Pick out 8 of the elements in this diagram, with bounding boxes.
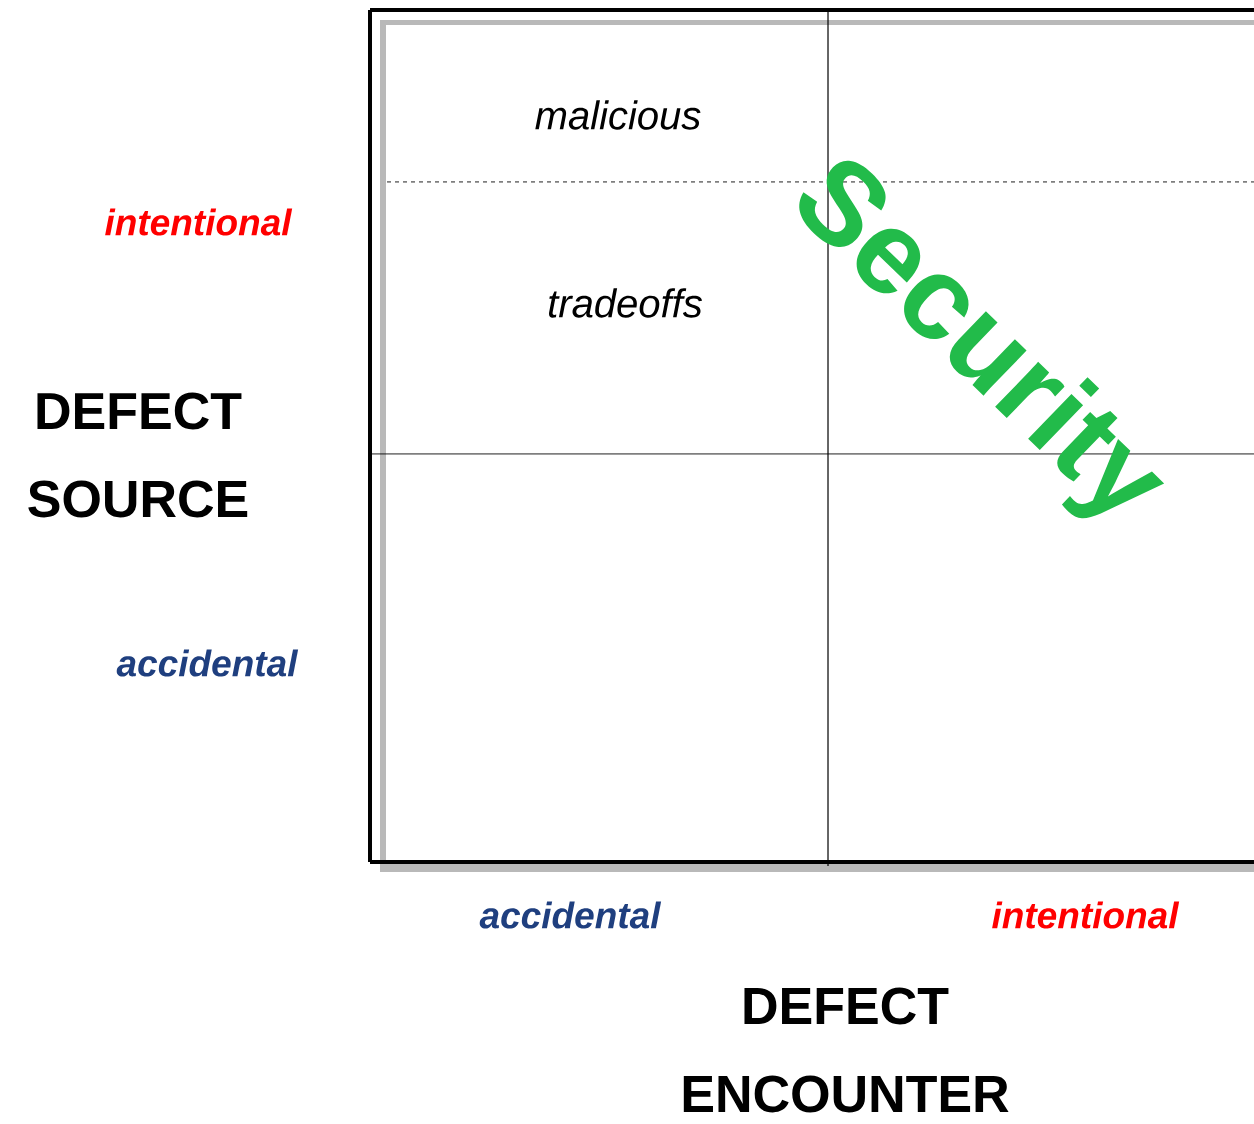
axis-value-label: intentional: [105, 208, 293, 236]
axis-value-label: accidental: [479, 901, 662, 929]
axis-value-label: intentional: [992, 901, 1180, 929]
quadrant-label: malicious: [535, 100, 701, 130]
axis-title: DEFECT SOURCE: [28, 392, 248, 518]
axis-title: DEFECT ENCOUNTER: [683, 987, 1009, 1113]
axis-value-label: accidental: [116, 649, 299, 677]
quadrant-label: tradeoffs: [549, 288, 702, 318]
